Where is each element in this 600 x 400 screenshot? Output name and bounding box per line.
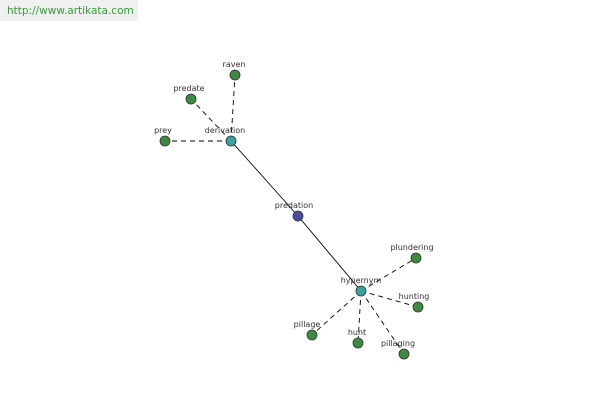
- node-circle-plundering[interactable]: [410, 252, 422, 264]
- node-pillage[interactable]: pillage: [294, 320, 321, 341]
- nodes-layer: predation derivation hypernym raven predate p…: [154, 60, 434, 360]
- node-circle-prey[interactable]: [159, 135, 171, 147]
- node-predation[interactable]: predation: [275, 201, 313, 222]
- node-derivation[interactable]: derivation: [205, 126, 245, 147]
- node-circle-pillaging[interactable]: [398, 348, 410, 360]
- url-bar: http://www.artikata.com: [0, 0, 138, 21]
- edge-hypernym-hunting: [360, 290, 419, 308]
- edge-derivation-raven: [230, 74, 236, 142]
- node-pillaging[interactable]: pillaging: [381, 339, 415, 360]
- node-hunting[interactable]: hunting: [399, 292, 430, 313]
- edge-predation-hypernym: [297, 215, 362, 292]
- node-circle-hunt[interactable]: [352, 337, 364, 349]
- site-url-link[interactable]: http://www.artikata.com: [7, 5, 134, 17]
- node-raven[interactable]: raven: [223, 60, 246, 81]
- node-hunt[interactable]: hunt: [348, 328, 366, 349]
- node-prey[interactable]: prey: [154, 126, 172, 147]
- node-circle-predation[interactable]: [292, 210, 304, 222]
- edges-layer: [165, 74, 419, 355]
- node-label-derivation: derivation: [205, 126, 245, 135]
- node-label-raven: raven: [223, 60, 246, 69]
- node-label-prey: prey: [154, 126, 172, 135]
- node-circle-hypernym[interactable]: [355, 285, 367, 297]
- edge-hypernym-plundering: [360, 257, 417, 292]
- node-circle-predate[interactable]: [185, 93, 197, 105]
- node-label-pillage: pillage: [294, 320, 321, 329]
- node-circle-raven[interactable]: [229, 69, 241, 81]
- node-label-plundering: plundering: [390, 243, 433, 252]
- node-label-predate: predate: [173, 84, 204, 93]
- node-label-pillaging: pillaging: [381, 339, 415, 348]
- edge-derivation-predate: [190, 98, 232, 142]
- node-circle-hunting[interactable]: [412, 301, 424, 313]
- edge-hypernym-pillage: [311, 290, 362, 336]
- node-circle-pillage[interactable]: [306, 329, 318, 341]
- node-hypernym[interactable]: hypernym: [341, 276, 382, 297]
- node-predate[interactable]: predate: [173, 84, 205, 105]
- node-label-hypernym: hypernym: [341, 276, 382, 285]
- node-label-hunt: hunt: [348, 328, 366, 337]
- edge-hypernym-pillaging: [360, 290, 405, 355]
- node-label-predation: predation: [275, 201, 313, 210]
- node-plundering[interactable]: plundering: [390, 243, 434, 264]
- edge-predation-derivation: [230, 140, 299, 217]
- node-label-hunting: hunting: [399, 292, 430, 301]
- node-circle-derivation[interactable]: [225, 135, 237, 147]
